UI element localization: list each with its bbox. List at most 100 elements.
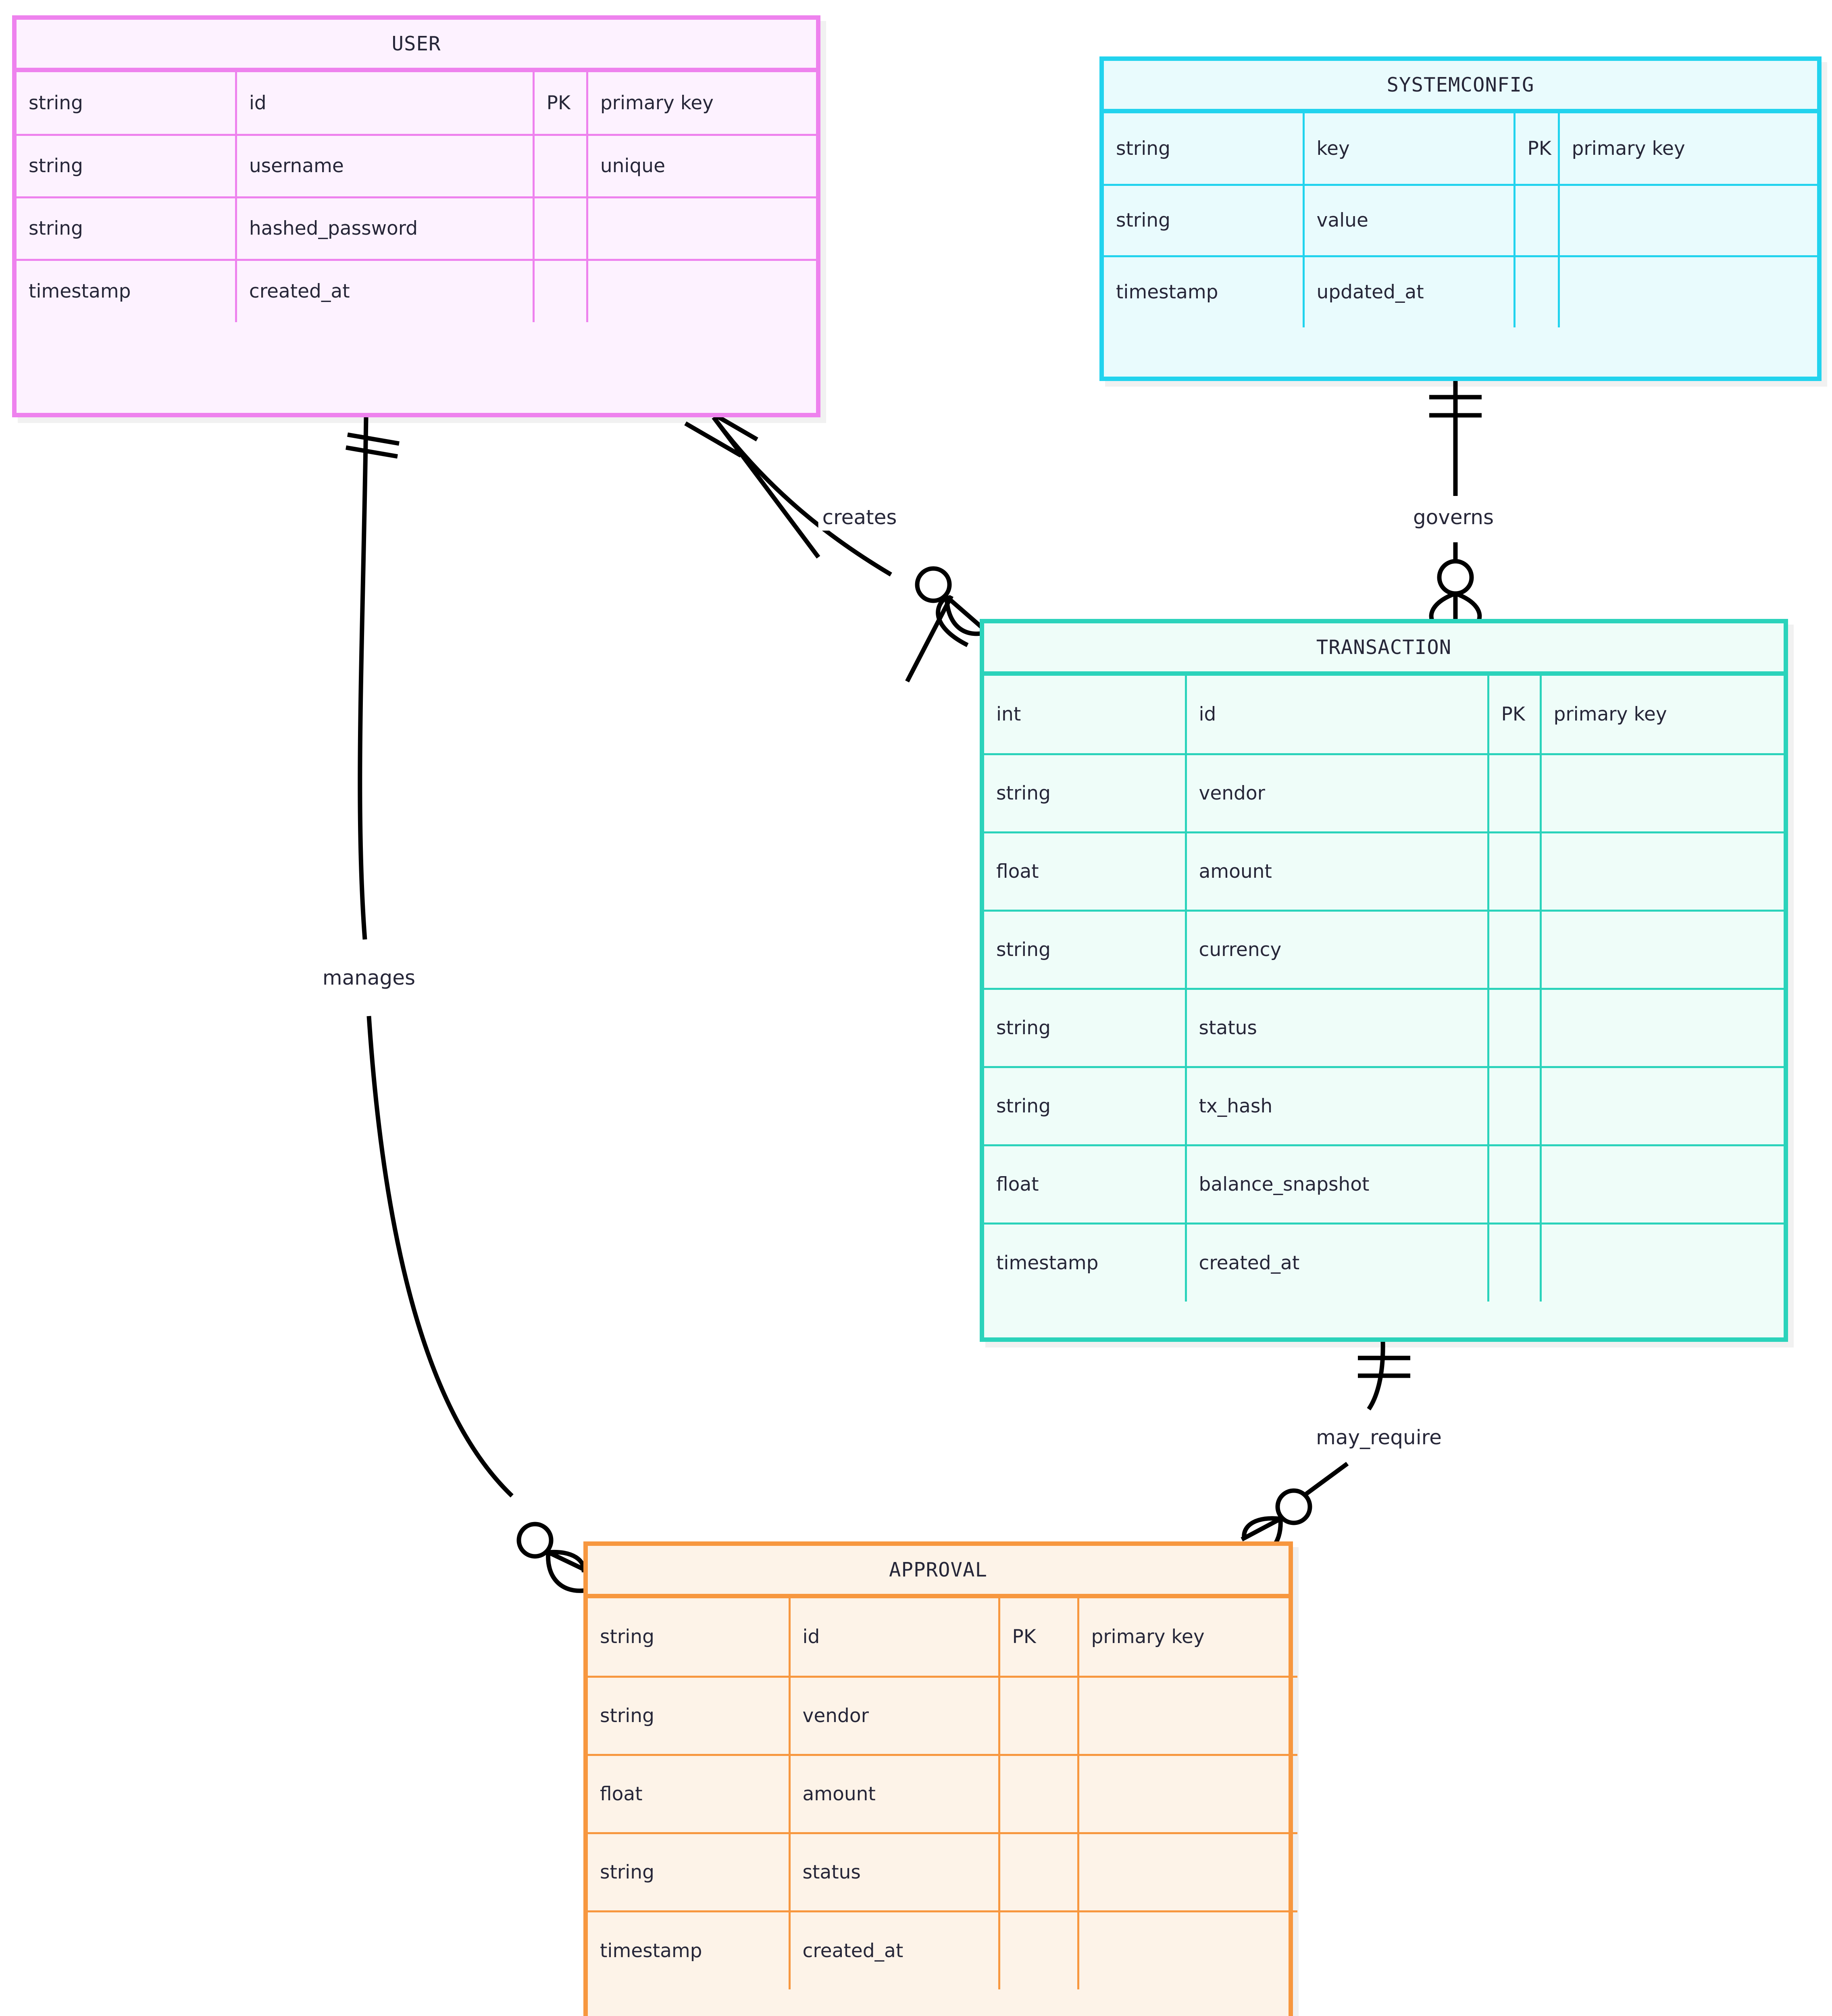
attr-key bbox=[1488, 1067, 1542, 1146]
marker-exactly-one-manages bbox=[346, 432, 400, 459]
entity-transaction[interactable]: TRANSACTION int id PK primary key string… bbox=[980, 619, 1788, 1342]
attr-type: string bbox=[984, 754, 1187, 833]
table-row: string tx_hash bbox=[984, 1067, 1788, 1146]
marker-zero-or-many-manages bbox=[516, 1522, 586, 1593]
marker-exactly-one-governs bbox=[1429, 395, 1482, 418]
attr-key bbox=[999, 1911, 1079, 1989]
table-row: string hashed_password bbox=[17, 197, 816, 261]
attribute-table-transaction: int id PK primary key string vendor floa… bbox=[984, 676, 1788, 1302]
attr-type: string bbox=[984, 910, 1187, 990]
table-row: string id PK primary key bbox=[588, 1598, 1297, 1678]
attr-name: hashed_password bbox=[236, 197, 535, 261]
table-row: float amount bbox=[984, 832, 1788, 912]
attr-type: string bbox=[588, 1833, 791, 1912]
attr-comment bbox=[1541, 1067, 1788, 1146]
table-row: string key PK primary key bbox=[1104, 113, 1817, 186]
attr-comment bbox=[587, 260, 816, 322]
table-row: float amount bbox=[588, 1755, 1297, 1834]
attr-name: id bbox=[236, 72, 535, 136]
attr-name: tx_hash bbox=[1186, 1067, 1489, 1146]
attr-type: timestamp bbox=[1104, 256, 1305, 327]
attr-type: string bbox=[17, 135, 237, 198]
attr-key bbox=[999, 1833, 1079, 1912]
attr-key bbox=[1488, 832, 1542, 912]
attr-key bbox=[533, 197, 588, 261]
attr-type: timestamp bbox=[588, 1911, 791, 1989]
edge-creates-line bbox=[712, 416, 953, 683]
attr-type: string bbox=[588, 1598, 791, 1678]
attribute-table-user: string id PK primary key string username… bbox=[17, 72, 816, 322]
attr-name: id bbox=[789, 1598, 1000, 1678]
attr-type: string bbox=[1104, 185, 1305, 257]
marker-zero-or-many-governs bbox=[1429, 559, 1482, 624]
table-row: string id PK primary key bbox=[17, 72, 816, 136]
relationship-label-governs: governs bbox=[1409, 504, 1498, 531]
attr-name: key bbox=[1303, 113, 1516, 186]
table-row: string currency bbox=[984, 910, 1788, 990]
attr-name: vendor bbox=[1186, 754, 1489, 833]
relationship-governs bbox=[1429, 381, 1482, 624]
attr-key bbox=[1488, 989, 1542, 1068]
attr-type: timestamp bbox=[984, 1223, 1187, 1302]
attr-key: PK bbox=[1488, 676, 1542, 755]
attr-name: vendor bbox=[789, 1677, 1000, 1756]
attr-name: status bbox=[1186, 989, 1489, 1068]
crow-foot-icon bbox=[936, 595, 985, 647]
attr-comment bbox=[1541, 754, 1788, 833]
attr-key: PK bbox=[1514, 113, 1560, 186]
attr-name: balance_snapshot bbox=[1186, 1145, 1489, 1225]
edge-manages-line-b bbox=[366, 1016, 514, 1497]
attr-comment: primary key bbox=[1541, 676, 1788, 755]
attr-type: string bbox=[1104, 113, 1305, 186]
attr-type: float bbox=[984, 832, 1187, 912]
edge-creates-line-b bbox=[712, 416, 892, 577]
table-row: timestamp updated_at bbox=[1104, 256, 1817, 327]
attr-comment: primary key bbox=[1559, 113, 1817, 186]
table-row: string username unique bbox=[17, 135, 816, 198]
table-row: string vendor bbox=[984, 754, 1788, 833]
entity-approval[interactable]: APPROVAL string id PK primary key string… bbox=[583, 1541, 1297, 2016]
attr-comment bbox=[1559, 185, 1817, 257]
relationship-manages bbox=[346, 417, 586, 1593]
attr-type: int bbox=[984, 676, 1187, 755]
edge-may-require-line-b bbox=[1305, 1462, 1349, 1496]
attr-key bbox=[999, 1755, 1079, 1834]
edge-manages-line bbox=[358, 417, 368, 940]
table-row: string status bbox=[984, 989, 1788, 1068]
attr-key: PK bbox=[533, 72, 588, 136]
table-row: string value bbox=[1104, 185, 1817, 257]
attr-comment: unique bbox=[587, 135, 816, 198]
attr-comment bbox=[1541, 1145, 1788, 1225]
optional-ring-icon bbox=[516, 1522, 554, 1559]
attr-comment bbox=[1541, 989, 1788, 1068]
table-row: timestamp created_at bbox=[984, 1223, 1788, 1302]
entity-systemconfig[interactable]: SYSTEMCONFIG string key PK primary key s… bbox=[1099, 56, 1822, 381]
attr-key bbox=[533, 260, 588, 322]
attr-key bbox=[1514, 185, 1560, 257]
attr-key bbox=[1514, 256, 1560, 327]
attr-comment bbox=[1078, 1755, 1297, 1834]
attr-key bbox=[999, 1677, 1079, 1756]
attribute-table-approval: string id PK primary key string vendor f… bbox=[588, 1598, 1297, 1989]
marker-exactly-one-may-require bbox=[1358, 1356, 1410, 1378]
table-row: string vendor bbox=[588, 1677, 1297, 1756]
attr-comment bbox=[1541, 1223, 1788, 1302]
attr-comment: primary key bbox=[587, 72, 816, 136]
attr-name: currency bbox=[1186, 910, 1489, 990]
attr-name: value bbox=[1303, 185, 1516, 257]
attr-type: timestamp bbox=[17, 260, 237, 322]
attr-type: string bbox=[17, 197, 237, 261]
attr-comment: primary key bbox=[1078, 1598, 1297, 1678]
table-row: timestamp created_at bbox=[17, 260, 816, 322]
table-row: string status bbox=[588, 1833, 1297, 1912]
attr-name: created_at bbox=[789, 1911, 1000, 1989]
entity-user[interactable]: USER string id PK primary key string use… bbox=[12, 15, 820, 417]
table-row: int id PK primary key bbox=[984, 676, 1788, 755]
attr-comment bbox=[1078, 1833, 1297, 1912]
attr-comment bbox=[1078, 1677, 1297, 1756]
attr-name: created_at bbox=[1186, 1223, 1489, 1302]
relationship-label-manages: manages bbox=[318, 964, 420, 991]
relationship-label-creates: creates bbox=[818, 504, 901, 531]
entity-title-transaction: TRANSACTION bbox=[984, 623, 1784, 676]
